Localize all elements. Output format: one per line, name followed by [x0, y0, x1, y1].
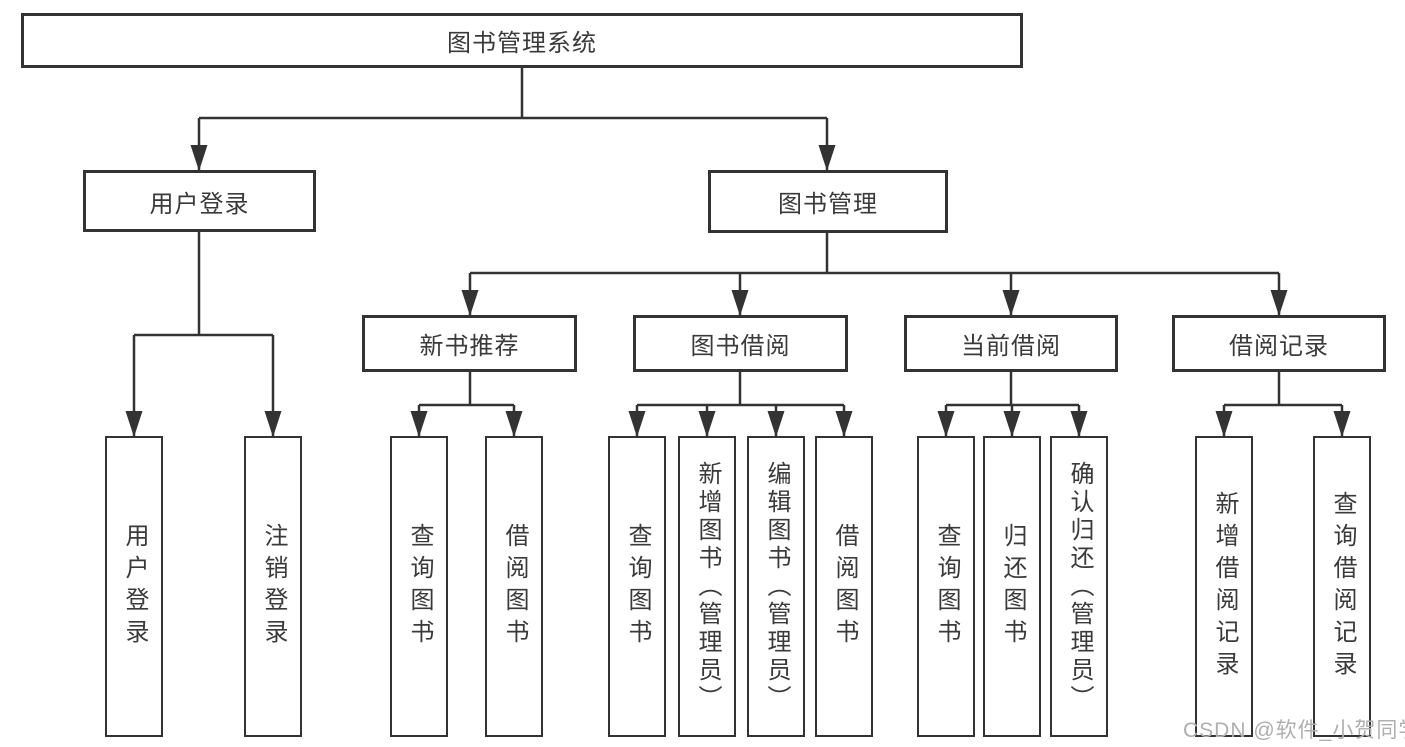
node-label: 借阅记录 [1229, 333, 1329, 360]
csdn-watermark: CSDN @软件_小贺同学 [1183, 719, 1405, 742]
node-label: 图书管理系统 [447, 30, 597, 57]
node-label: 新增借阅记录 [1211, 490, 1238, 683]
leaf-query-books: 查询图书 [917, 436, 975, 737]
connector-root-trunk [199, 68, 827, 120]
node-label: 查询图书 [406, 522, 433, 651]
leaf-add-books-admin: 新增图书（管理员） [678, 436, 736, 737]
leaf-query-borrow-record: 查询借阅记录 [1313, 436, 1371, 737]
node-label: 借阅图书 [831, 522, 858, 651]
node-label: 编辑图书（管理员） [763, 460, 790, 713]
node-label: 归还图书 [999, 522, 1026, 651]
leaf-borrow-books: 借阅图书 [485, 436, 543, 737]
node-label: 新增图书（管理员） [694, 460, 721, 713]
node-label: 注销登录 [260, 522, 287, 651]
connector-current-trunk [946, 372, 1079, 407]
leaf-add-borrow-record: 新增借阅记录 [1195, 436, 1253, 737]
connector-records-trunk [1224, 372, 1342, 407]
node-label: 确认归还（管理员） [1066, 460, 1093, 713]
node-user-login: 用户登录 [83, 170, 316, 232]
leaf-query-books: 查询图书 [608, 436, 666, 737]
leaf-query-books: 查询图书 [390, 436, 448, 737]
leaf-user-login: 用户登录 [105, 436, 163, 737]
node-book-borrowing: 图书借阅 [633, 315, 848, 372]
connector-newbook-trunk [419, 372, 514, 407]
node-label: 查询借阅记录 [1329, 490, 1356, 683]
leaf-return-books: 归还图书 [983, 436, 1041, 737]
node-label: 图书借阅 [690, 333, 791, 360]
node-borrowing-records: 借阅记录 [1172, 315, 1386, 372]
node-label: 查询图书 [624, 522, 651, 651]
node-current-borrowing: 当前借阅 [904, 315, 1118, 372]
leaf-confirm-return-admin: 确认归还（管理员） [1050, 436, 1108, 737]
node-book-management: 图书管理 [708, 170, 948, 233]
node-label: 新书推荐 [419, 333, 520, 360]
node-new-book-recommend: 新书推荐 [362, 315, 577, 372]
node-label: 图书管理 [778, 191, 878, 218]
node-label: 当前借阅 [961, 333, 1061, 360]
leaf-edit-books-admin: 编辑图书（管理员） [747, 436, 805, 737]
leaf-borrow-books: 借阅图书 [815, 436, 873, 737]
node-library-system-root: 图书管理系统 [21, 13, 1023, 68]
connector-mgmt-trunk [470, 233, 1279, 275]
connector-borrow-trunk [637, 372, 844, 407]
node-label: 借阅图书 [501, 522, 528, 651]
node-label: 用户登录 [149, 190, 250, 218]
connector-login-trunk [134, 232, 273, 337]
leaf-logout: 注销登录 [244, 436, 302, 737]
node-label: 用户登录 [121, 522, 148, 651]
node-label: 查询图书 [933, 522, 960, 651]
